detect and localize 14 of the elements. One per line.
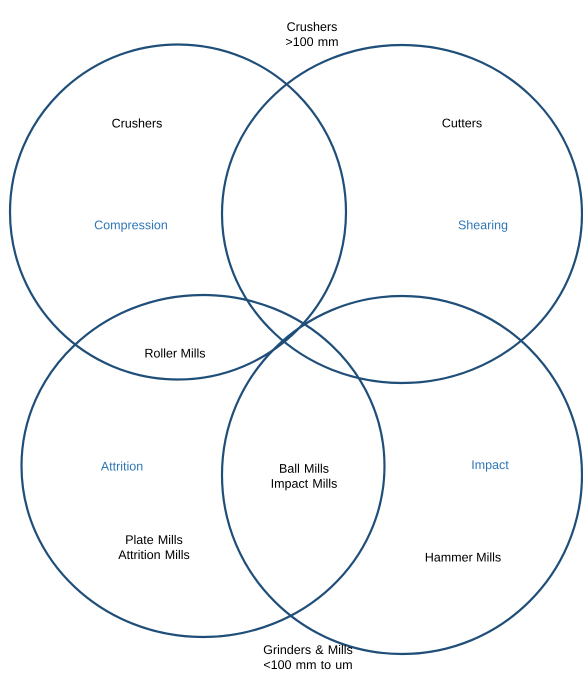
text-label: Roller Mills — [145, 348, 206, 358]
category-label: Attrition — [100, 461, 142, 471]
category-label: Impact — [472, 460, 509, 472]
category-label: Shearing — [458, 220, 508, 232]
equipment-label: Plate Mills Attrition Mills — [118, 534, 190, 560]
text-label: Grinders & Mills <100 mm to um — [264, 644, 352, 670]
venn-circle — [220, 294, 583, 656]
venn-circle — [20, 294, 386, 638]
equipment-label: Hammer Mills — [426, 552, 501, 562]
text-label: Crushers >100 mm — [286, 22, 338, 46]
equipment-label: Cutters — [442, 118, 482, 128]
equipment-label: Crushers — [112, 118, 162, 128]
text-label: Ball Mills Impact Mills — [272, 464, 337, 490]
category-label: Compression — [94, 220, 167, 232]
